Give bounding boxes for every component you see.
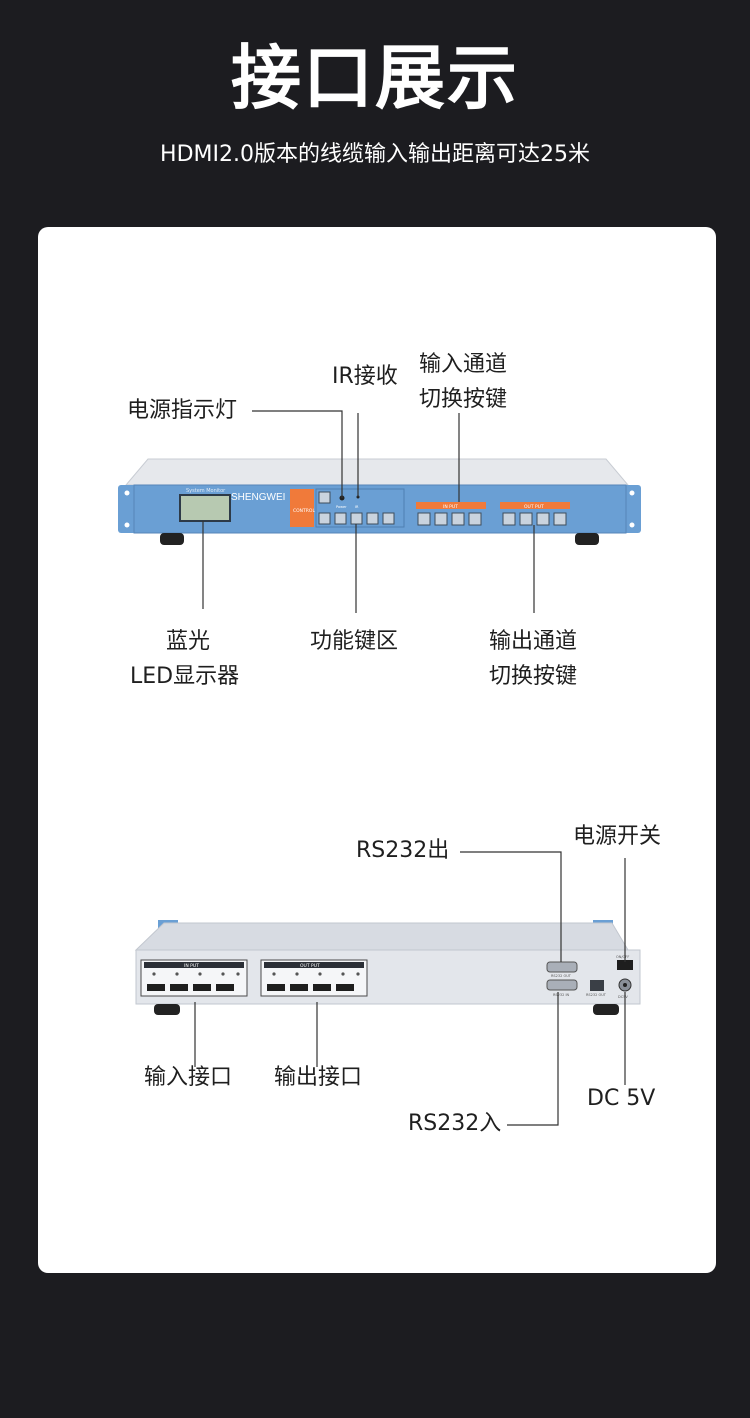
dc-small: DC5V [618,995,628,999]
rear-output-strip: OUT PUT [300,963,320,969]
label-ir-receiver: IR接收 [332,364,398,389]
control-label: CONTROL [293,508,315,514]
power-small: ON/OFF [616,955,629,959]
label-input-switch-2: 切换按键 [419,387,508,412]
label-dc: DC 5V [587,1086,656,1111]
rear-panel: IN PUT OUT PUT RS232 OUT [134,920,641,1015]
rs232-out-small: RS232 OUT [551,974,572,978]
interface-card: System Monitor SHENGWEI CONTROL Power IR… [38,227,716,1273]
device-illustration: System Monitor SHENGWEI CONTROL Power IR… [118,410,641,1126]
front-input-strip: IN PUT [443,504,458,510]
front-output-strip: OUT PUT [524,504,544,510]
label-output-switch-2: 切换按键 [489,664,578,689]
label-input-switch-1: 输入通道 [419,352,508,377]
label-rs232-out: RS232出 [356,838,450,863]
label-power-led: 电源指示灯 [127,398,238,423]
rs232-in-small: RS232 IN [553,993,569,997]
label-function-keys: 功能键区 [310,629,399,654]
brand-logo: SHENGWEI [231,492,285,503]
label-rs232-in: RS232入 [408,1111,502,1136]
front-callout-lines [202,410,535,613]
rs232-out2-small: RS232 OUT [586,993,607,997]
front-panel: System Monitor SHENGWEI CONTROL Power IR… [118,458,641,545]
label-output-switch-1: 输出通道 [489,629,578,654]
brand-caption: System Monitor [186,488,226,494]
page-title: 接口展示 [231,37,519,119]
label-power-switch: 电源开关 [573,824,662,849]
page-subtitle: HDMI2.0版本的线缆输入输出距离可达25米 [160,142,590,167]
label-input-ports: 输入接口 [144,1065,233,1090]
rear-callout-lines [194,851,626,1126]
power-text: Power [336,505,347,509]
label-output-ports: 输出接口 [274,1065,363,1090]
ir-text: IR [355,505,359,509]
label-display-1: 蓝光 [166,629,211,654]
rear-input-strip: IN PUT [184,963,199,969]
label-display-2: LED显示器 [130,664,240,689]
